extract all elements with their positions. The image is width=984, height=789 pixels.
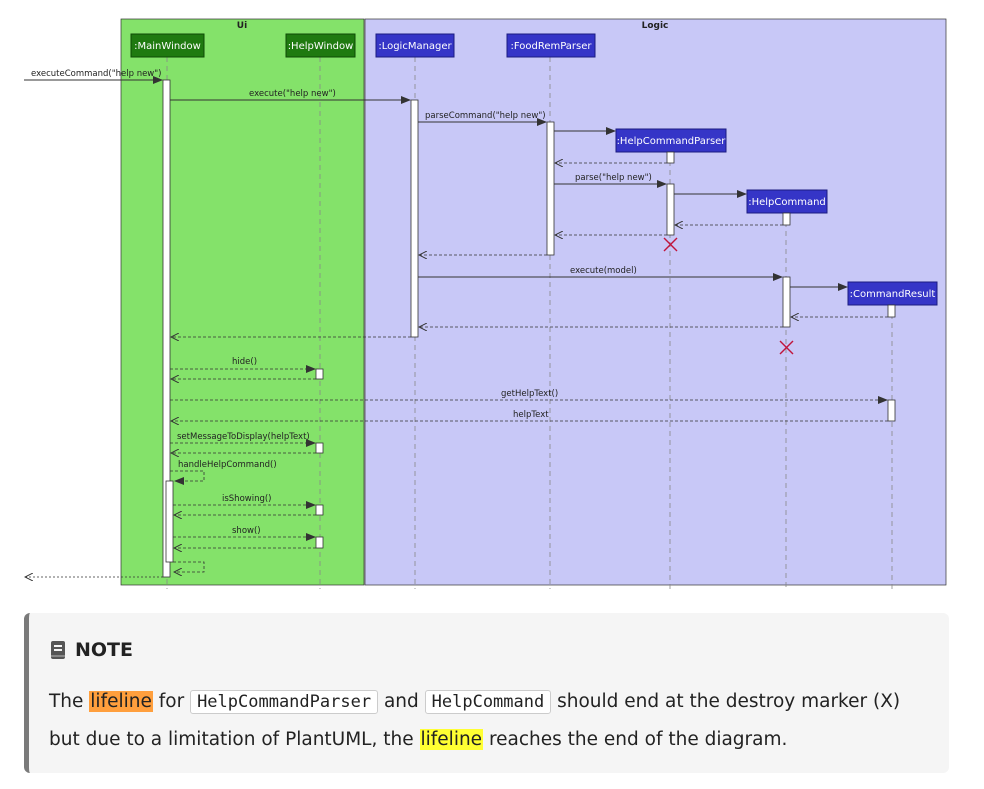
note-header: NOTE bbox=[49, 639, 929, 661]
destroy-marker-help-command-parser bbox=[663, 237, 678, 252]
participant-main-window: :MainWindow bbox=[130, 33, 205, 58]
note-text-part-1: The bbox=[49, 691, 90, 712]
participant-help-window: :HelpWindow bbox=[285, 33, 356, 58]
msg-execute-label: execute("help new") bbox=[249, 89, 336, 99]
sequence-diagram: Ui Logic :MainWindow :HelpWindow :LogicM… bbox=[24, 18, 947, 589]
highlight-lifeline-1: lifeline bbox=[89, 691, 153, 712]
activation-bars bbox=[162, 79, 896, 578]
msg-set-message: setMessageToDisplay(helpText) bbox=[170, 432, 316, 447]
participant-help-command-parser: :HelpCommandParser bbox=[615, 128, 727, 153]
note-text-part-3: and bbox=[378, 691, 425, 712]
note-text-part-4: should end at the destroy marker (X) but… bbox=[49, 691, 901, 750]
msg-help-text: helpText bbox=[171, 410, 888, 421]
msg-execute: execute("help new") bbox=[170, 89, 411, 104]
participant-help-command: :HelpCommand bbox=[746, 189, 828, 214]
msg-handle-help: handleHelpCommand() bbox=[170, 460, 277, 485]
msg-handle-help-label: handleHelpCommand() bbox=[178, 460, 277, 470]
participant-foodrem-parser: :FoodRemParser bbox=[506, 33, 596, 58]
msg-execute-command-label: executeCommand("help new") bbox=[31, 69, 161, 79]
participant-command-result-label: :CommandResult bbox=[850, 289, 936, 300]
msg-set-message-label: setMessageToDisplay(helpText) bbox=[177, 432, 310, 442]
participant-foodrem-parser-label: :FoodRemParser bbox=[510, 41, 592, 52]
highlight-lifeline-2: lifeline bbox=[419, 729, 484, 750]
msg-return-handle-help bbox=[173, 561, 205, 572]
msg-show: show() bbox=[173, 526, 316, 541]
msg-execute-command: executeCommand("help new") bbox=[24, 69, 163, 84]
participant-logic-manager-label: :LogicManager bbox=[378, 41, 452, 52]
note-title: NOTE bbox=[75, 639, 133, 661]
code-help-command: HelpCommand bbox=[424, 690, 552, 714]
participant-help-window-label: :HelpWindow bbox=[288, 41, 354, 52]
msg-get-help-text: getHelpText() bbox=[170, 389, 888, 404]
participant-help-command-parser-label: :HelpCommandParser bbox=[617, 136, 727, 147]
note-text: The lifeline for HelpCommandParser and H… bbox=[49, 683, 929, 758]
participant-help-command-label: :HelpCommand bbox=[748, 197, 826, 208]
msg-is-showing: isShowing() bbox=[173, 494, 316, 509]
msg-parse-command: parseCommand("help new") bbox=[418, 111, 547, 126]
msg-parse-command-label: parseCommand("help new") bbox=[425, 111, 546, 121]
msg-parse-label: parse("help new") bbox=[575, 173, 652, 183]
msg-parse: parse("help new") bbox=[554, 173, 667, 188]
participant-command-result: :CommandResult bbox=[847, 281, 938, 306]
msg-get-help-text-label: getHelpText() bbox=[501, 389, 558, 399]
msg-show-label: show() bbox=[232, 526, 261, 536]
note-callout: NOTE The lifeline for HelpCommandParser … bbox=[24, 613, 949, 773]
participant-main-window-label: :MainWindow bbox=[134, 41, 201, 52]
ui-box bbox=[120, 18, 365, 586]
msg-execute-model: execute(model) bbox=[418, 266, 783, 281]
ui-box-title: Ui bbox=[237, 21, 247, 31]
book-icon bbox=[51, 641, 65, 659]
msg-is-showing-label: isShowing() bbox=[222, 494, 272, 504]
logic-box-title: Logic bbox=[642, 21, 669, 31]
note-text-part-5: reaches the end of the diagram. bbox=[483, 729, 788, 750]
note-text-part-2: for bbox=[152, 691, 191, 712]
msg-hide: hide() bbox=[170, 357, 316, 373]
msg-execute-model-label: execute(model) bbox=[570, 266, 637, 276]
destroy-marker-help-command bbox=[779, 340, 794, 355]
code-help-command-parser: HelpCommandParser bbox=[190, 690, 379, 714]
msg-hide-label: hide() bbox=[232, 357, 257, 367]
participant-logic-manager: :LogicManager bbox=[375, 33, 455, 58]
msg-help-text-label: helpText bbox=[513, 410, 549, 420]
